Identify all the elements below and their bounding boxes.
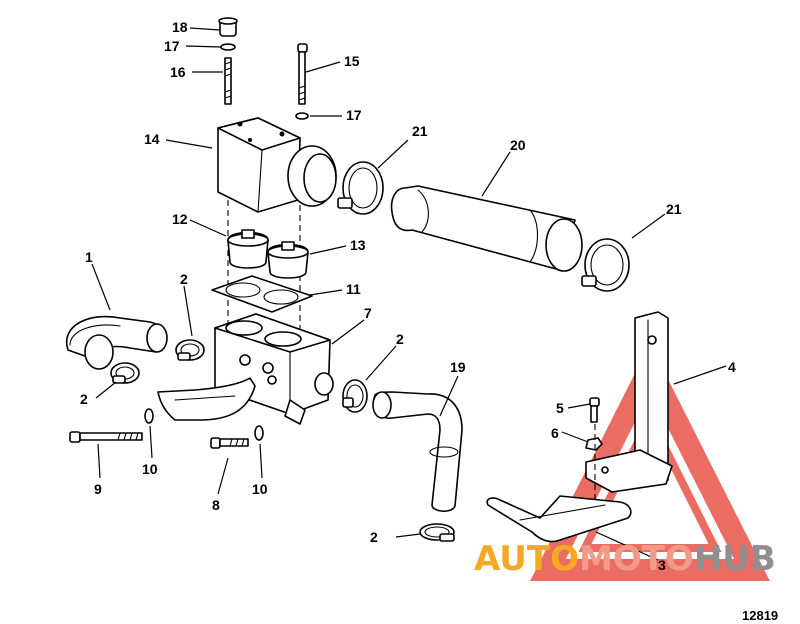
hose-clamp-2a xyxy=(110,362,140,384)
figure-number: 12819 xyxy=(742,608,778,623)
callout-14: 14 xyxy=(144,131,160,147)
bracket-under-manifold xyxy=(157,377,256,421)
callout-3: 3 xyxy=(658,557,666,573)
exhaust-elbow-14 xyxy=(217,117,337,213)
thermostat-12 xyxy=(227,229,269,269)
callouts: 18 17 16 15 17 14 21 20 21 12 13 11 7 1 … xyxy=(80,19,736,573)
bolt-9 xyxy=(69,431,143,443)
bracket-4 xyxy=(585,311,673,493)
base-bracket-3 xyxy=(486,495,632,543)
bolt-15 xyxy=(297,43,308,105)
washer-10b xyxy=(254,425,264,441)
callout-12: 12 xyxy=(172,211,188,227)
callout-11: 11 xyxy=(346,281,361,297)
callout-19: 19 xyxy=(450,359,466,375)
callout-21-right: 21 xyxy=(666,201,682,217)
callout-17-lower: 17 xyxy=(346,107,362,123)
callout-10-left: 10 xyxy=(142,461,158,477)
gasket-11 xyxy=(211,275,313,313)
callout-2-mid: 2 xyxy=(396,331,404,347)
watermark-word-moto: MOTO xyxy=(579,539,694,579)
callout-4: 4 xyxy=(728,359,736,375)
callout-16: 16 xyxy=(170,64,186,80)
leader-lines xyxy=(91,27,727,561)
callout-6: 6 xyxy=(551,425,559,441)
hose-clamp-21a xyxy=(337,161,384,215)
nut-6 xyxy=(585,437,603,451)
callout-2-left: 2 xyxy=(80,391,88,407)
washer-17-lower xyxy=(295,112,309,120)
callout-8: 8 xyxy=(212,497,220,513)
elbow-hose-19 xyxy=(372,391,463,512)
callout-20: 20 xyxy=(510,137,526,153)
callout-9: 9 xyxy=(94,481,102,497)
hose-clamp-2d xyxy=(419,523,455,542)
stud-16 xyxy=(224,57,232,105)
callout-7: 7 xyxy=(364,305,372,321)
bolt-8 xyxy=(210,437,249,449)
nut-18 xyxy=(218,17,238,37)
callout-18: 18 xyxy=(172,19,188,35)
washer-10a xyxy=(144,408,154,424)
callout-2-bottom: 2 xyxy=(370,529,378,545)
callout-21-left: 21 xyxy=(412,123,428,139)
callout-5: 5 xyxy=(556,400,564,416)
callout-13: 13 xyxy=(350,237,366,253)
watermark-word-auto: AUTO xyxy=(474,539,579,579)
hose-clamp-21b xyxy=(581,238,630,292)
washer-17-upper xyxy=(220,43,236,51)
callout-10-right: 10 xyxy=(252,481,268,497)
callout-1: 1 xyxy=(85,249,93,265)
hose-clamp-2c xyxy=(342,379,368,413)
bolt-5 xyxy=(589,397,600,423)
callout-17-upper: 17 xyxy=(164,38,180,54)
watermark-word-hub: HUB xyxy=(694,539,776,579)
thermostat-13 xyxy=(267,241,309,279)
watermark-wordmark: AUTOMOTOHUB xyxy=(474,539,776,579)
u-hose-1 xyxy=(65,315,168,370)
hose-20 xyxy=(390,185,583,272)
hose-clamp-2b xyxy=(175,339,205,361)
callout-15: 15 xyxy=(344,53,360,69)
callout-2-top: 2 xyxy=(180,271,188,287)
svg-text:AUTOMOTOHUB: AUTOMOTOHUB xyxy=(474,539,776,579)
